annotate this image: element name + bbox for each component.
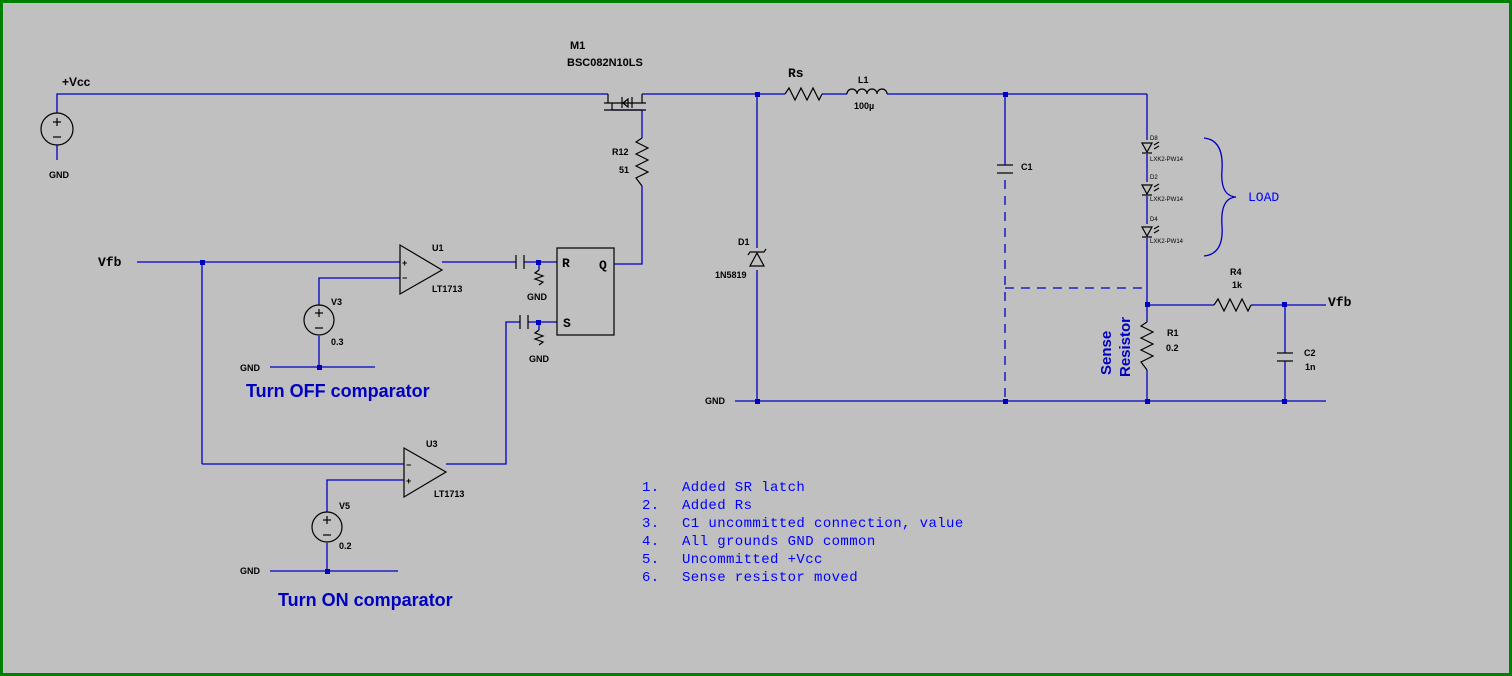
- r12-symbol: [634, 137, 650, 187]
- r12-value: 51: [619, 165, 629, 175]
- notes-list: 1. Added SR latch 2. Added Rs 3. C1 unco…: [642, 480, 964, 586]
- note-number: 6.: [642, 570, 660, 586]
- turn-off-caption: Turn OFF comparator: [246, 381, 430, 401]
- note-text: Sense resistor moved: [682, 570, 858, 586]
- r12-ref: R12: [612, 147, 629, 157]
- led-d4-symbol: [1140, 225, 1160, 238]
- vfb-left-label: Vfb: [98, 255, 122, 270]
- mosfet-value: BSC082N10LS: [567, 57, 643, 69]
- note-number: 2.: [642, 498, 660, 514]
- u3-plus: +: [406, 476, 411, 486]
- note-text: C1 uncommitted connection, value: [682, 516, 964, 532]
- latch-r-pulldown: [533, 269, 545, 286]
- led-d8-symbol: [1140, 141, 1160, 154]
- v3-ref: V3: [331, 297, 342, 307]
- note-number: 5.: [642, 552, 660, 568]
- u1-value: LT1713: [432, 284, 462, 294]
- d1-symbol: [747, 248, 767, 267]
- latch-r-gnd-label: GND: [527, 292, 548, 302]
- vcc-source-symbol: [40, 112, 74, 146]
- mosfet-ref: M1: [570, 40, 585, 52]
- schematic-background: [3, 3, 1509, 673]
- l1-value: 100µ: [854, 101, 874, 111]
- vcc-gnd-label: GND: [49, 170, 70, 180]
- v5-source-symbol: [311, 511, 343, 543]
- sr-latch-block: [556, 247, 615, 336]
- latch-r-coupling-cap: [515, 255, 525, 269]
- r1-value: 0.2: [1166, 343, 1179, 353]
- c1-uncommitted-connection: [1004, 180, 1147, 401]
- l1-ref: L1: [858, 75, 869, 85]
- r4-ref: R4: [1230, 267, 1242, 277]
- load-brace: [1203, 137, 1237, 257]
- junctions: [200, 92, 1287, 574]
- u1-minus: +: [402, 258, 407, 268]
- note-text: Added SR latch: [682, 480, 805, 496]
- r1-ref: R1: [1167, 328, 1179, 338]
- rs-symbol: [784, 86, 823, 102]
- sense-label-line1: Sense: [1098, 331, 1115, 375]
- latch-s-pin: S: [563, 316, 571, 331]
- note-text: Added Rs: [682, 498, 752, 514]
- c2-ref: C2: [1304, 348, 1316, 358]
- u3-minus: −: [406, 460, 411, 470]
- rs-label: Rs: [788, 66, 804, 81]
- v5-ref: V5: [339, 501, 350, 511]
- vcc-label: +Vcc: [62, 75, 91, 89]
- note-text: Uncommitted +Vcc: [682, 552, 823, 568]
- r1-symbol: [1139, 321, 1155, 371]
- u1-ref: U1: [432, 243, 444, 253]
- u3-value: LT1713: [434, 489, 464, 499]
- sense-label-line2: Resistor: [1117, 317, 1134, 377]
- u1-opamp-symbol: [399, 243, 444, 296]
- u3-opamp-symbol: [403, 446, 448, 499]
- latch-s-coupling-cap: [519, 315, 529, 329]
- led-d2-ref: D2: [1150, 175, 1158, 181]
- led-d8-ref: D8: [1150, 136, 1158, 142]
- latch-s-pulldown: [533, 329, 545, 346]
- d1-value: 1N5819: [715, 270, 747, 280]
- led-d4-value: LXK2-PW14: [1150, 239, 1184, 245]
- led-d2-value: LXK2-PW14: [1150, 197, 1184, 203]
- latch-s-gnd-label: GND: [529, 354, 550, 364]
- load-label: LOAD: [1248, 190, 1279, 205]
- r4-value: 1k: [1232, 280, 1243, 290]
- latch-r-pin: R: [562, 256, 570, 271]
- led-d8-value: LXK2-PW14: [1150, 157, 1184, 163]
- turn-on-caption: Turn ON comparator: [278, 590, 453, 610]
- mosfet-symbol: [604, 94, 646, 111]
- vfb-right-label: Vfb: [1328, 295, 1352, 310]
- c1-ref: C1: [1021, 162, 1033, 172]
- led-d2-symbol: [1140, 183, 1160, 196]
- u1-plus: −: [402, 273, 407, 283]
- l1-symbol: [846, 88, 888, 95]
- v3-value: 0.3: [331, 337, 344, 347]
- wires: [56, 93, 1326, 572]
- note-number: 4.: [642, 534, 660, 550]
- v3-gnd-label: GND: [240, 363, 261, 373]
- note-number: 3.: [642, 516, 660, 532]
- c2-symbol: [1277, 352, 1293, 362]
- latch-q-pin: Q: [599, 258, 607, 273]
- note-text: All grounds GND common: [682, 534, 876, 550]
- r4-symbol: [1213, 297, 1252, 313]
- c2-value: 1n: [1305, 362, 1316, 372]
- note-number: 1.: [642, 480, 660, 496]
- gnd-rail-label: GND: [705, 396, 726, 406]
- d1-ref: D1: [738, 237, 750, 247]
- v5-gnd-label: GND: [240, 566, 261, 576]
- v5-value: 0.2: [339, 541, 352, 551]
- u3-ref: U3: [426, 439, 438, 449]
- led-d4-ref: D4: [1150, 217, 1158, 223]
- c1-symbol: [997, 160, 1013, 174]
- v3-source-symbol: [303, 304, 335, 336]
